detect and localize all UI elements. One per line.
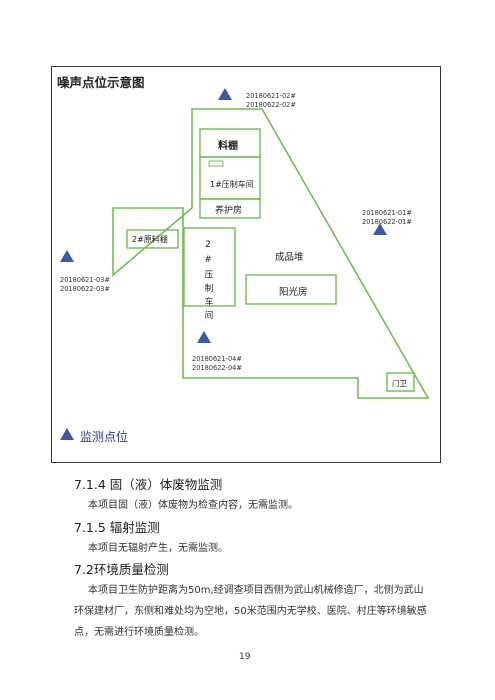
curing-room-label: 养护房 (215, 206, 243, 216)
sun-room-rect (245, 274, 337, 305)
section-body-radiation: 本项目无辐射产生，无需监测。 (88, 543, 228, 554)
diagram-frame (51, 66, 441, 463)
legend-marker-icon (60, 428, 74, 440)
code-line: 20180621-04# (192, 355, 242, 363)
monitor-point-north-icon (218, 88, 232, 100)
diagram-title: 噪声点位示意图 (57, 75, 145, 90)
north-point-codes: 20180621-02# 20180622-02# (246, 92, 296, 110)
section-heading-solid-waste: 7.1.4 固（液）体废物监测 (74, 477, 223, 492)
gate-guard-rect (386, 372, 415, 392)
gate-guard-label: 门卫 (392, 379, 407, 388)
code-line: 20180621-01# (362, 209, 412, 217)
legend-label: 监测点位 (80, 430, 129, 444)
small-marker-rect (208, 160, 224, 167)
section-body-environment-line3: 点，无需进行环境质量检测。 (74, 627, 204, 638)
monitor-point-west-icon (60, 250, 74, 262)
section-heading-radiation: 7.1.5 辐射监测 (74, 520, 160, 535)
raw-material-shed-2-label: 2#原料棚 (132, 235, 168, 244)
section-heading-environment: 7.2环境质量检测 (74, 562, 169, 577)
section-body-environment-line2: 环保建材厂，东侧和难处均为空地，50米范围内无学校、医院、村庄等环境敏感 (74, 606, 427, 617)
curing-room-rect (199, 198, 261, 219)
section-body-solid-waste: 本项目固（液）体废物为检查内容，无需监测。 (88, 500, 298, 511)
page-number: 19 (239, 652, 251, 662)
code-line: 20180622-02# (246, 101, 296, 109)
code-line: 20180622-01# (362, 218, 412, 226)
section-body-environment-line1: 本项目卫生防护距离为50m,经调查项目西侧为武山机械修造厂，北侧为武山 (88, 585, 424, 596)
west-point-codes: 20180621-03# 20180622-03# (60, 276, 110, 294)
code-line: 20180622-03# (60, 285, 110, 293)
material-shed-label: 料棚 (218, 141, 238, 152)
raw-material-shed-2-rect (126, 229, 179, 249)
finished-pile-label: 成品堆 (275, 252, 304, 263)
monitor-point-south-icon (197, 331, 211, 343)
monitor-point-east-icon (373, 223, 387, 235)
code-line: 20180621-03# (60, 276, 110, 284)
code-line: 20180621-02# (246, 92, 296, 100)
press-workshop-1-label: 1#压制车间 (210, 180, 254, 189)
press-workshop-2-label: 2#压制车间 (203, 240, 213, 324)
sun-room-label: 阳光房 (279, 287, 308, 298)
press-workshop-2-rect (183, 227, 236, 307)
code-line: 20180622-04# (192, 364, 242, 372)
east-point-codes: 20180621-01# 20180622-01# (362, 209, 412, 227)
site-boundary (112, 108, 430, 399)
south-point-codes: 20180621-04# 20180622-04# (192, 355, 242, 373)
